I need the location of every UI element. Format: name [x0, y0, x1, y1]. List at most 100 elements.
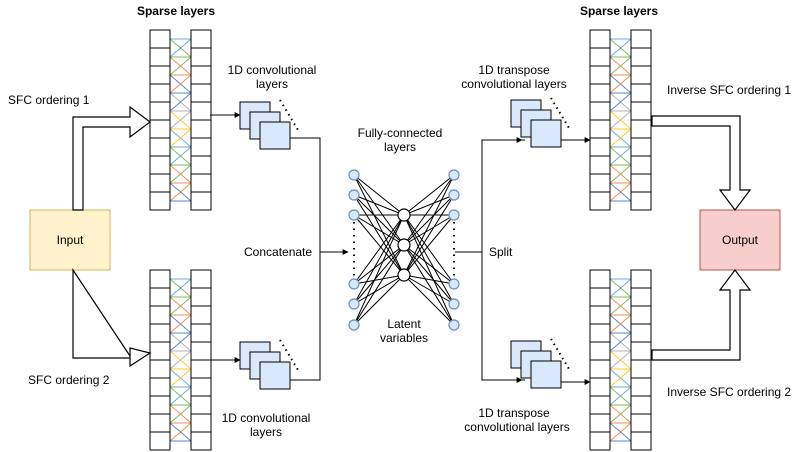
sparse-cell: [149, 413, 171, 433]
conv-block: [530, 360, 562, 389]
sfc1-label: SFC ordering 1: [8, 93, 90, 107]
sparse-cell: [149, 137, 171, 157]
sparse-cell: [190, 137, 212, 157]
sparse-cell: [630, 305, 652, 325]
sparse-cell: [589, 191, 611, 211]
sparse-cell: [630, 395, 652, 415]
fc-input-node: [348, 169, 360, 181]
sparse-cell: [630, 101, 652, 121]
sfc1-arrow: [72, 105, 151, 211]
sparse-connections: [609, 38, 632, 202]
fc-label-1: Fully-connected: [358, 126, 443, 140]
fc-output-node: [448, 189, 460, 201]
conv-block: [259, 361, 291, 390]
sparse-cell: [149, 359, 171, 379]
sparse-cell: [630, 323, 652, 343]
sparse-cell: [589, 269, 611, 289]
sparse-cell: [589, 29, 611, 49]
output-label: Output: [722, 233, 759, 247]
tconv-stack-bottom: [510, 338, 570, 389]
sparse-cell: [630, 413, 652, 433]
sparse-layer-top-left: [149, 29, 212, 211]
fc-input-node: [348, 189, 360, 201]
sparse-cell: [149, 191, 171, 211]
sparse-cell: [190, 341, 212, 361]
inverse2-label: Inverse SFC ordering 2: [667, 385, 791, 399]
sparse-cell: [589, 359, 611, 379]
sparse-cell: [630, 269, 652, 289]
sparse-cell: [149, 377, 171, 397]
conv-bottom-label-2: layers: [250, 425, 282, 439]
conv-block: [530, 119, 562, 148]
sparse-cell: [589, 155, 611, 175]
sparse-layers-right-label: Sparse layers: [580, 4, 658, 18]
fully-connected-network: [348, 169, 460, 331]
conv-block: [259, 121, 291, 150]
sparse-cell: [630, 287, 652, 307]
sparse-cell: [190, 191, 212, 211]
tconv-top-label-1: 1D transpose: [478, 63, 550, 77]
sfc2-label: SFC ordering 2: [28, 373, 110, 387]
sparse-cell: [190, 173, 212, 193]
sparse-cell: [190, 413, 212, 433]
tconv-bottom-label-2: convolutional layers: [464, 420, 569, 434]
split-label: Split: [489, 245, 513, 259]
latent-node: [397, 208, 411, 222]
fc-label-2: layers: [384, 140, 416, 154]
sparse-cell: [630, 29, 652, 49]
sparse-cell: [149, 101, 171, 121]
fc-output-node: [448, 209, 460, 221]
sparse-cell: [149, 119, 171, 139]
sfc2-arrow: [72, 268, 152, 368]
sparse-cell: [630, 191, 652, 211]
sparse-cell: [589, 101, 611, 121]
conv-top-label-1: 1D convolutional: [228, 63, 317, 77]
sparse-cell: [190, 155, 212, 175]
sparse-cell: [149, 65, 171, 85]
sparse-cell: [190, 431, 212, 451]
conv-stack-top: [239, 99, 299, 150]
inverse1-arrow: [651, 115, 752, 211]
sparse-cell: [589, 83, 611, 103]
sparse-cell: [190, 83, 212, 103]
sparse-cell: [149, 431, 171, 451]
sparse-cell: [149, 305, 171, 325]
sparse-cell: [630, 65, 652, 85]
ellipsis-dots: [279, 99, 299, 131]
sparse-cell: [589, 119, 611, 139]
latent-node: [397, 238, 411, 252]
sparse-cell: [190, 395, 212, 415]
sparse-cell: [149, 287, 171, 307]
sparse-cell: [190, 29, 212, 49]
sparse-cell: [589, 287, 611, 307]
sparse-cell: [149, 269, 171, 289]
sparse-layer-top-right: [589, 29, 652, 211]
conv-bottom-label-1: 1D convolutional: [222, 411, 311, 425]
sparse-cell: [589, 65, 611, 85]
tconv-bottom-label-1: 1D transpose: [478, 406, 550, 420]
sparse-connections: [609, 278, 632, 442]
inverse2-arrow: [651, 269, 752, 361]
sparse-cell: [190, 359, 212, 379]
sparse-cell: [190, 287, 212, 307]
sparse-cell: [190, 119, 212, 139]
sparse-cell: [190, 47, 212, 67]
ellipsis-dots: [550, 97, 570, 129]
sparse-cell: [190, 323, 212, 343]
sparse-cell: [630, 47, 652, 67]
sparse-cell: [190, 101, 212, 121]
sparse-cell: [149, 395, 171, 415]
fc-output-node: [448, 169, 460, 181]
sparse-cell: [149, 29, 171, 49]
sparse-cell: [589, 173, 611, 193]
sparse-cell: [149, 341, 171, 361]
sparse-cell: [589, 305, 611, 325]
fc-input-node: [348, 298, 360, 310]
sparse-layer-bottom-right: [589, 269, 652, 451]
sparse-cell: [630, 173, 652, 193]
sparse-cell: [149, 173, 171, 193]
tconv-top-label-2: convolutional layers: [461, 77, 566, 91]
latent-label-2: variables: [380, 331, 428, 345]
sparse-cell: [630, 119, 652, 139]
sparse-layer-bottom-left: [149, 269, 212, 451]
